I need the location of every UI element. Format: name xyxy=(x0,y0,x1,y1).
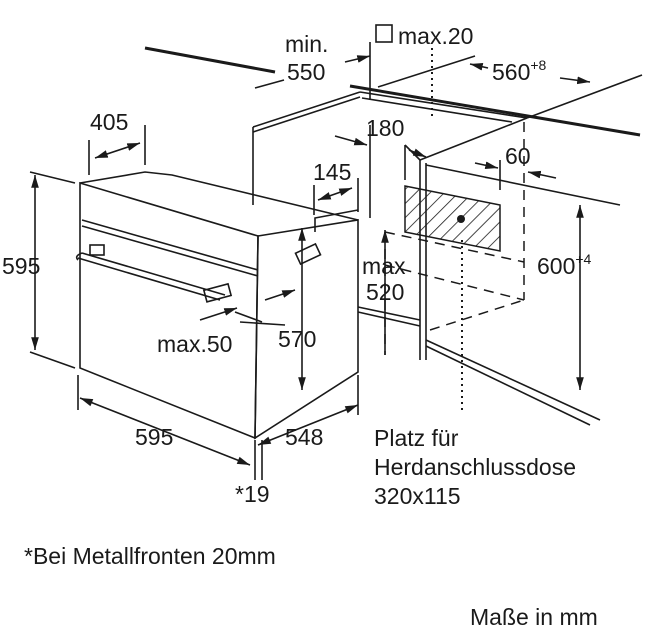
label-max-520: 520 xyxy=(366,279,404,305)
units-note: Maße in mm xyxy=(470,604,598,630)
label-145: 145 xyxy=(313,159,351,185)
socket-point-icon xyxy=(457,215,465,223)
label-180: 180 xyxy=(366,115,404,141)
socket-note-line3: 320x115 xyxy=(374,483,461,509)
oven xyxy=(75,171,359,440)
square-icon xyxy=(375,24,393,43)
dimension-lines xyxy=(29,42,591,480)
oven-handle-end-left xyxy=(89,244,105,256)
oven-bracket xyxy=(294,242,322,266)
socket-note-line2: Herdanschlussdose xyxy=(374,454,576,480)
socket-area-hatch xyxy=(404,185,501,252)
label-min-depth: 550 xyxy=(287,59,325,85)
label-width-595: 595 xyxy=(135,424,173,450)
label-niche-height: 600+4 xyxy=(537,251,592,279)
cabinet-niche xyxy=(144,46,643,426)
label-niche-width: 560+8 xyxy=(492,57,547,85)
socket-note-line1: Platz für xyxy=(374,425,459,451)
label-570: 570 xyxy=(278,326,316,352)
label-548: 548 xyxy=(285,424,323,450)
label-star-19: *19 xyxy=(235,481,270,507)
label-height-595: 595 xyxy=(2,253,40,279)
label-depth-405: 405 xyxy=(90,109,128,135)
label-max-50: max.50 xyxy=(157,331,232,357)
oven-handle-end xyxy=(202,282,233,303)
label-min: min. xyxy=(285,31,328,57)
label-max: max xyxy=(362,253,406,279)
label-60: 60 xyxy=(505,143,531,169)
label-max-20: max.20 xyxy=(398,23,473,49)
footnote: *Bei Metallfronten 20mm xyxy=(24,543,276,569)
